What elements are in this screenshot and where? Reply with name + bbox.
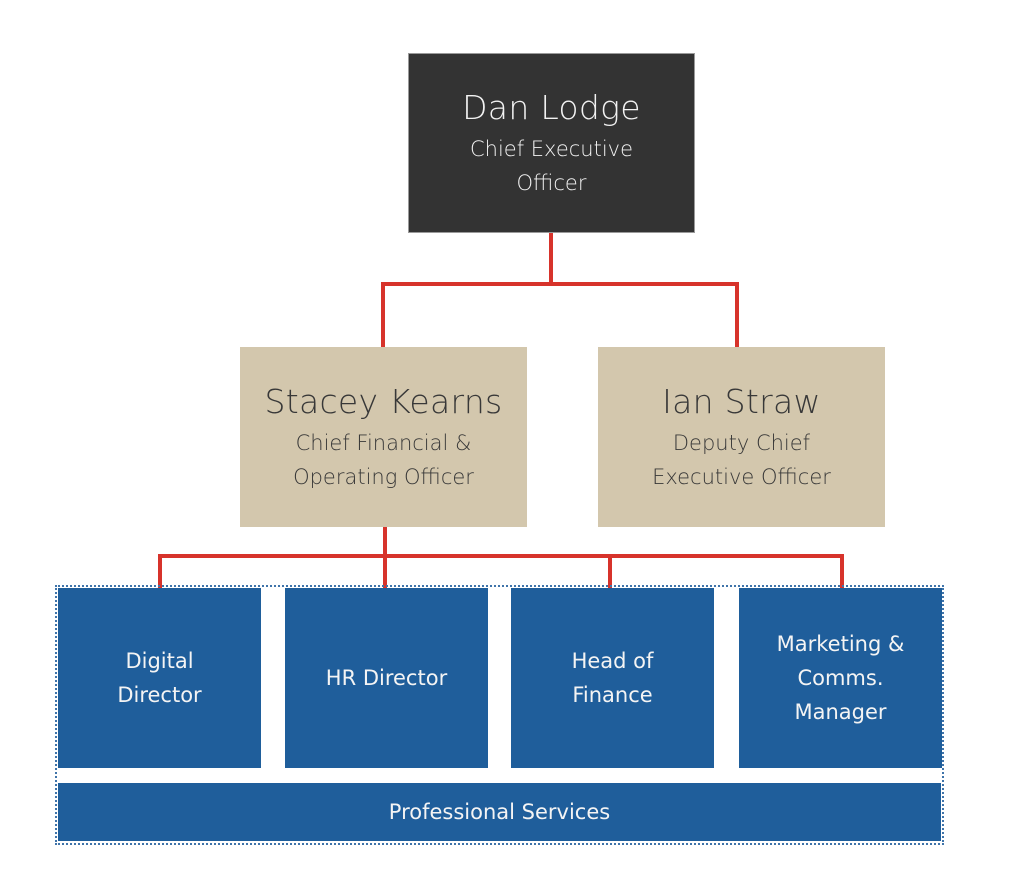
connector-ceo-to-executives [381, 233, 739, 347]
exec-box-deputy-ceo[interactable]: Ian Straw Deputy Chief Executive Officer [598, 347, 885, 527]
exec-title: Chief Financial & Operating Officer [293, 426, 474, 494]
dept-box-digital-director[interactable]: Digital Director [58, 588, 261, 768]
exec-box-cfo[interactable]: Stacey Kearns Chief Financial & Operatin… [240, 347, 527, 527]
dept-box-marketing-comms-manager[interactable]: Marketing & Comms. Manager [739, 588, 942, 768]
exec-title: Deputy Chief Executive Officer [652, 426, 831, 494]
exec-title-line: Executive Officer [652, 465, 831, 489]
dept-label-line: Director [117, 683, 202, 707]
exec-title-line: Operating Officer [293, 465, 474, 489]
dept-box-hr-director[interactable]: HR Director [285, 588, 488, 768]
dept-label-line: Head of [571, 649, 654, 673]
dept-label-line: HR Director [325, 666, 448, 690]
exec-title-line: Deputy Chief [672, 431, 811, 455]
ceo-box[interactable]: Dan Lodge Chief Executive Officer [408, 53, 695, 233]
ceo-title: Chief Executive Officer [470, 132, 633, 200]
exec-title-line: Chief Financial & [295, 431, 472, 455]
connector-cfo-to-departments [158, 527, 844, 588]
dept-label-line: Marketing & [776, 632, 905, 656]
exec-name: Ian Straw [662, 382, 821, 421]
dept-label-line: Comms. [797, 666, 884, 690]
ceo-title-line: Officer [516, 171, 587, 195]
professional-services-bar[interactable]: Professional Services [58, 783, 941, 841]
exec-name: Stacey Kearns [264, 382, 503, 421]
dept-label-line: Manager [794, 700, 887, 724]
dept-label-line: Finance [572, 683, 653, 707]
ceo-name: Dan Lodge [462, 88, 641, 127]
professional-services-label: Professional Services [388, 800, 611, 824]
ceo-title-line: Chief Executive [469, 137, 634, 161]
dept-box-head-of-finance[interactable]: Head of Finance [511, 588, 714, 768]
professional-services-group [55, 585, 944, 845]
dept-label-line: Digital [125, 649, 194, 673]
